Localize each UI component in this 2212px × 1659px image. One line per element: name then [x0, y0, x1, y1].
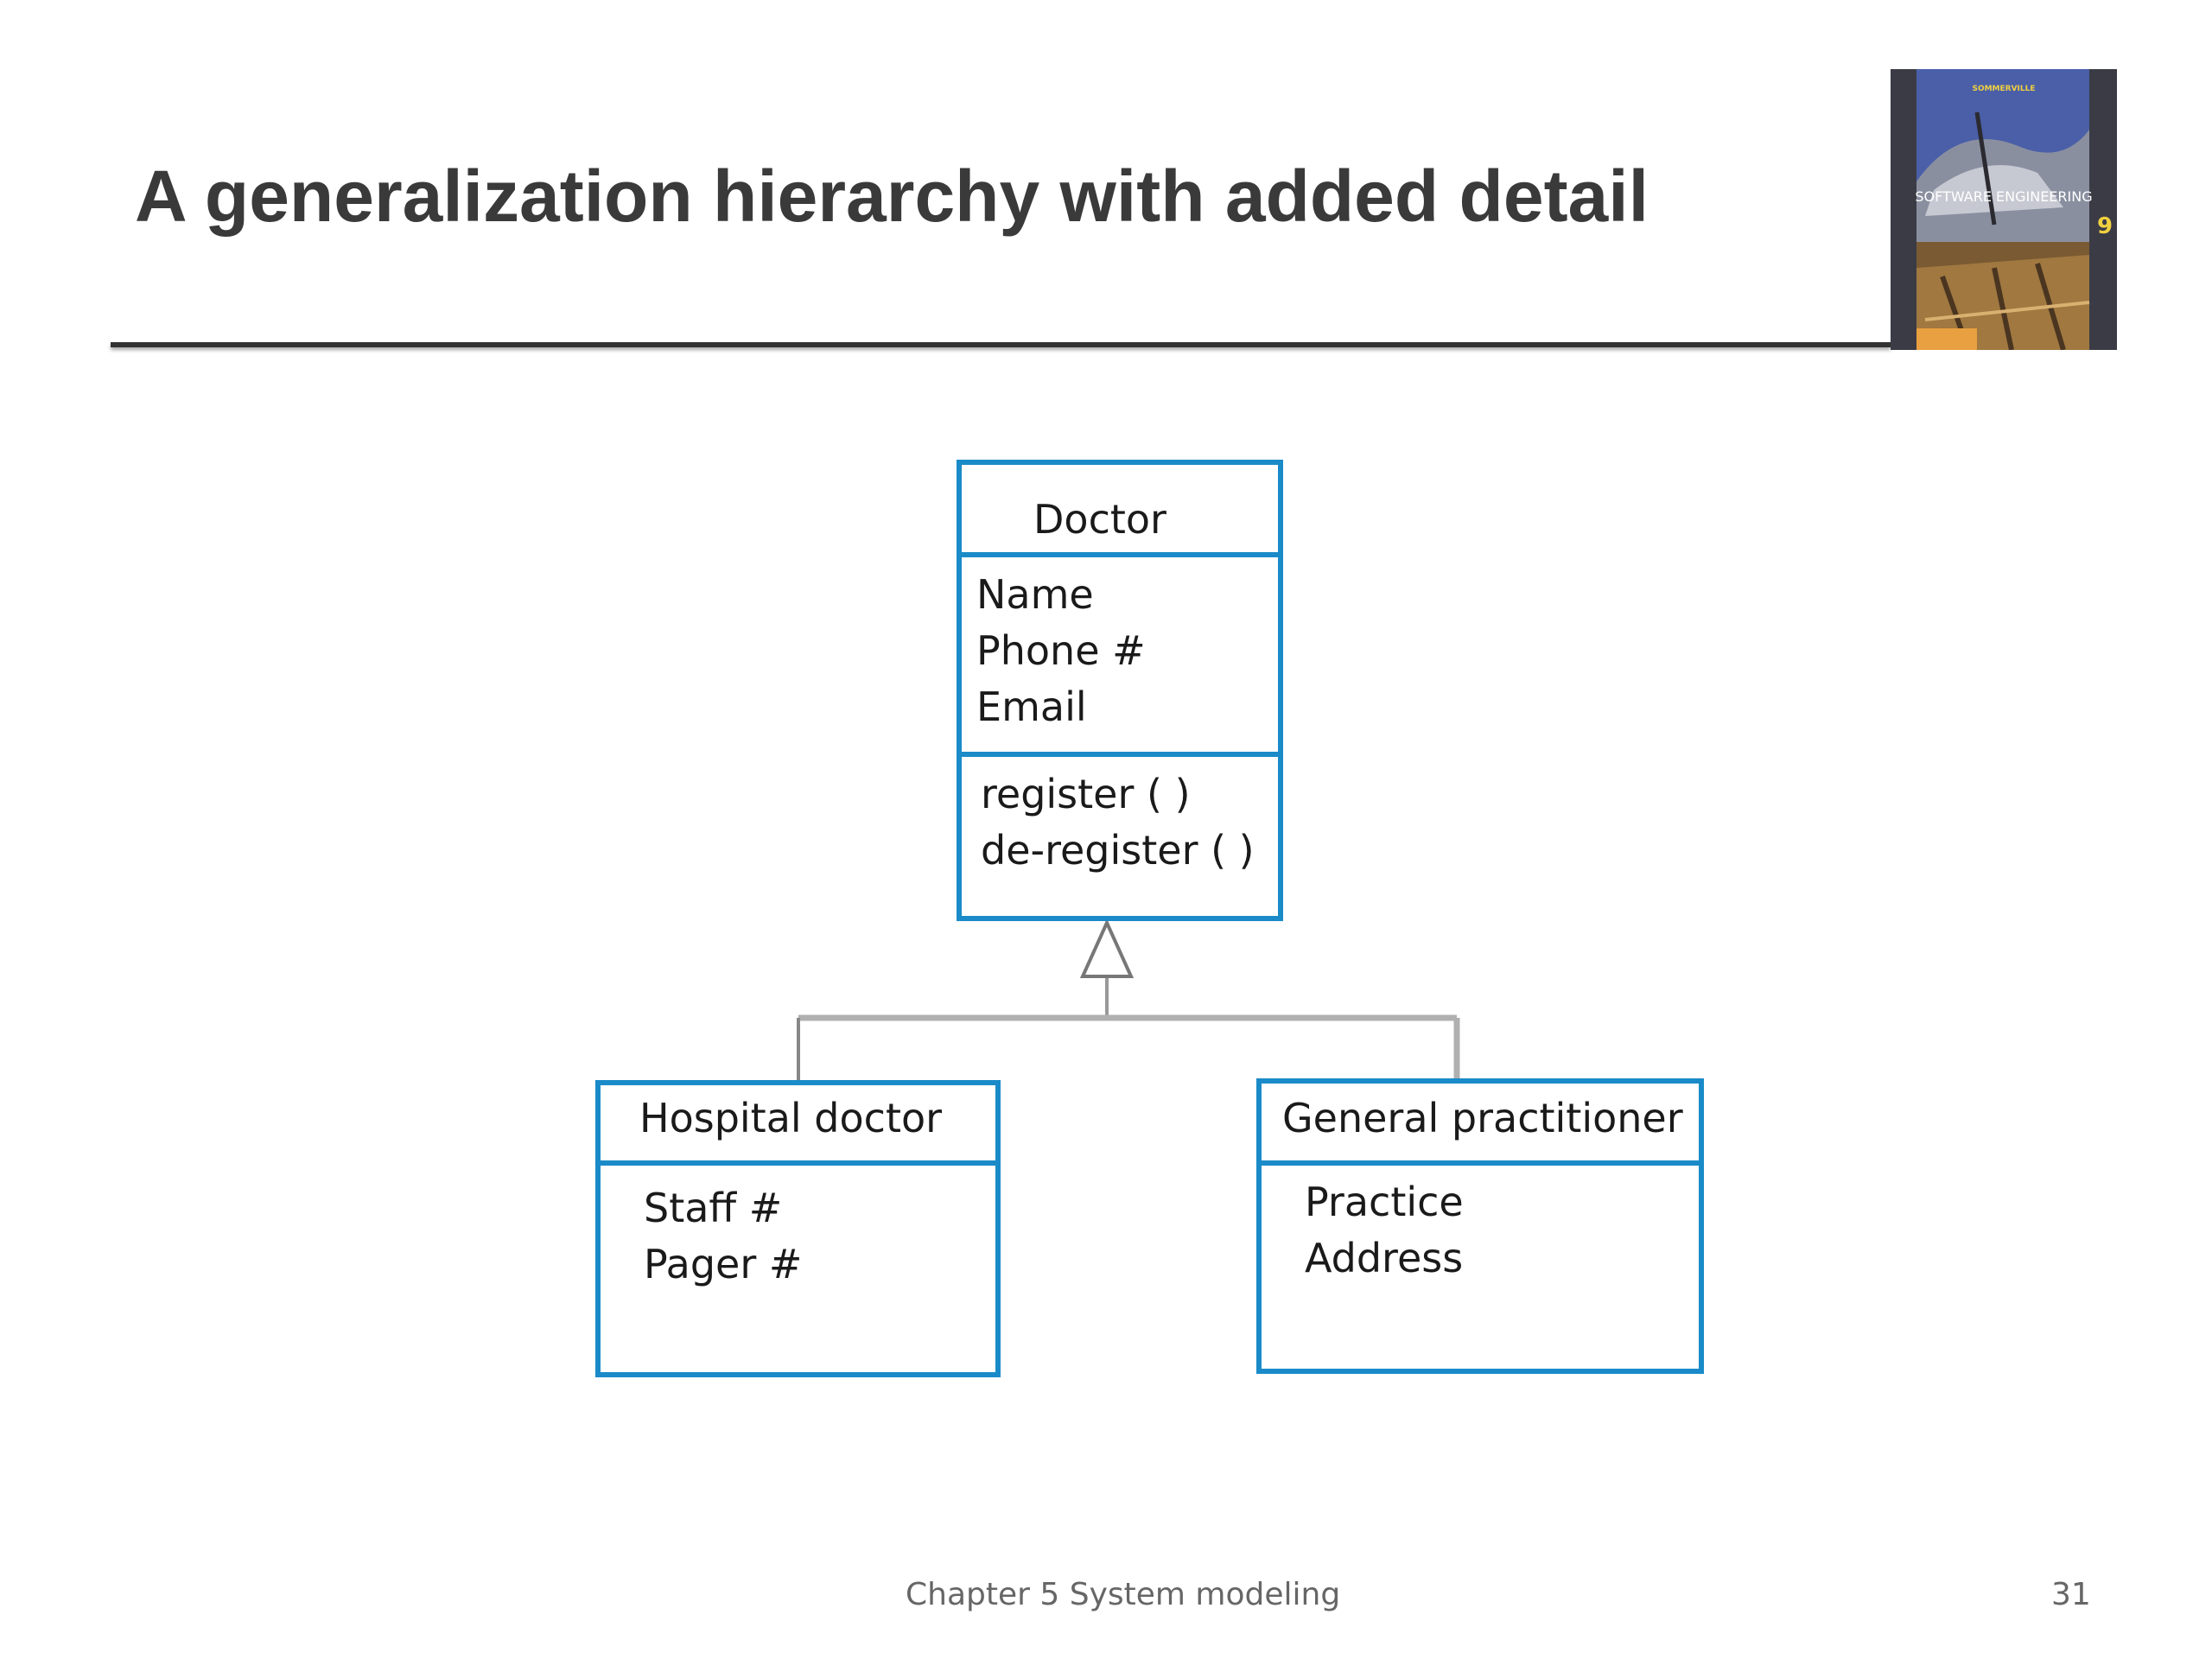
general-practitioner-class-name: General practitioner [1282, 1095, 1683, 1141]
general-practitioner-attribute: Address [1305, 1235, 1464, 1281]
doctor-class-name: Doctor [1033, 496, 1166, 543]
hospital-doctor-attribute: Pager # [644, 1241, 803, 1287]
class-box-general-practitioner [1256, 1078, 1704, 1374]
class-box-doctor [957, 460, 1283, 921]
general-practitioner-attribute: Practice [1305, 1179, 1464, 1225]
inheritance-arrowhead [1079, 918, 1135, 978]
class-box-hospital-doctor [595, 1080, 1001, 1377]
page-number: 31 [2051, 1577, 2091, 1612]
hospital-doctor-attribute: Staff # [644, 1185, 783, 1231]
title-divider [111, 342, 1891, 347]
book-cover-image: SOMMERVILLE SOFTWARE ENGINEERING 9 [1891, 69, 2117, 350]
doctor-attribute: Name [976, 571, 1094, 618]
cover-title: SOFTWARE ENGINEERING [1915, 188, 2092, 205]
slide-title: A generalization hierarchy with added de… [135, 156, 1649, 237]
footer-chapter: Chapter 5 System modeling [906, 1577, 1341, 1612]
cover-edition: 9 [2097, 213, 2113, 239]
book-cover-art: SOMMERVILLE SOFTWARE ENGINEERING 9 [1891, 69, 2117, 350]
cover-author: SOMMERVILLE [1972, 85, 2035, 93]
doctor-attribute: Email [976, 683, 1087, 730]
doctor-operation: register ( ) [981, 771, 1191, 817]
doctor-attribute: Phone # [976, 627, 1146, 674]
hospital-doctor-class-name: Hospital doctor [639, 1095, 943, 1141]
doctor-operation: de-register ( ) [981, 827, 1255, 874]
